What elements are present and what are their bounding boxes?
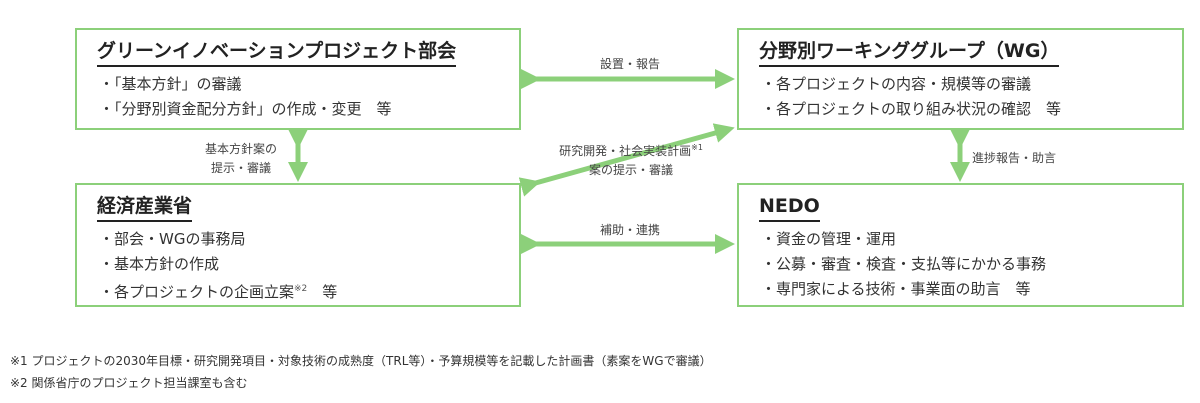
rd-plan-label: 研究開発・社会実装計画※1 案の提示・審議 <box>546 138 716 180</box>
nedo-box: NEDO ・資金の管理・運用 ・公募・審査・検査・支払等にかかる事務 ・専門家に… <box>737 183 1184 307</box>
green-innovation-committee-box: グリーンイノベーションプロジェクト部会 ・「基本方針」の審議 ・「分野別資金配分… <box>75 28 521 130</box>
meti-box: 経済産業省 ・部会・WGの事務局 ・基本方針の作成 ・各プロジェクトの企画立案※… <box>75 183 521 307</box>
list-item-suffix: 等 <box>307 283 338 301</box>
policy-label-line2: 提示・審議 <box>211 161 272 175</box>
rd-plan-label-text: 研究開発・社会実装計画 <box>559 144 692 158</box>
working-group-box: 分野別ワーキンググループ（WG） ・各プロジェクトの内容・規模等の審議 ・各プロ… <box>737 28 1184 130</box>
gic-title: グリーンイノベーションプロジェクト部会 <box>97 38 457 67</box>
footnote-mark: ※2 <box>294 284 308 294</box>
list-item: ・部会・WGの事務局 <box>99 230 246 248</box>
list-item: ・各プロジェクトの内容・規模等の審議 <box>761 75 1032 93</box>
list-item: ・「分野別資金配分方針」の作成・変更 等 <box>99 100 392 118</box>
list-item: ・「基本方針」の審議 <box>99 75 242 93</box>
footnote-1: ※1 プロジェクトの2030年目標・研究開発項目・対象技術の成熟度（TRL等）・… <box>10 354 712 368</box>
list-item: ・各プロジェクトの企画立案※2 等 <box>99 277 337 305</box>
progress-label: 進捗報告・助言 <box>972 151 1057 165</box>
policy-label: 基本方針案の 提示・審議 <box>205 140 277 178</box>
meti-list: ・部会・WGの事務局 ・基本方針の作成 ・各プロジェクトの企画立案※2 等 <box>99 227 337 305</box>
list-item: ・専門家による技術・事業面の助言 等 <box>761 280 1031 298</box>
nedo-list: ・資金の管理・運用 ・公募・審査・検査・支払等にかかる事務 ・専門家による技術・… <box>761 227 1046 302</box>
rd-plan-arrow <box>518 123 735 197</box>
gic-list: ・「基本方針」の審議 ・「分野別資金配分方針」の作成・変更 等 <box>99 72 392 122</box>
list-item: ・基本方針の作成 <box>99 255 220 273</box>
subsidy-label: 補助・連携 <box>599 223 660 237</box>
wg-title: 分野別ワーキンググループ（WG） <box>759 38 1060 67</box>
list-item-text: ・各プロジェクトの企画立案 <box>99 283 295 301</box>
policy-label-line1: 基本方針案の <box>205 142 278 156</box>
footnote-2: ※2 関係省庁のプロジェクト担当課室も含む <box>10 376 248 390</box>
list-item: ・各プロジェクトの取り組み状況の確認 等 <box>761 100 1062 118</box>
footnote-mark: ※1 <box>691 143 703 152</box>
rd-plan-label-line2: 案の提示・審議 <box>588 163 673 177</box>
list-item: ・資金の管理・運用 <box>761 230 897 248</box>
rd-plan-label-line1: 研究開発・社会実装計画※1 <box>546 138 716 161</box>
list-item: ・公募・審査・検査・支払等にかかる事務 <box>761 255 1047 273</box>
report-label: 設置・報告 <box>599 57 660 71</box>
wg-list: ・各プロジェクトの内容・規模等の審議 ・各プロジェクトの取り組み状況の確認 等 <box>761 72 1061 122</box>
meti-title: 経済産業省 <box>97 193 193 222</box>
nedo-title: NEDO <box>759 193 820 222</box>
